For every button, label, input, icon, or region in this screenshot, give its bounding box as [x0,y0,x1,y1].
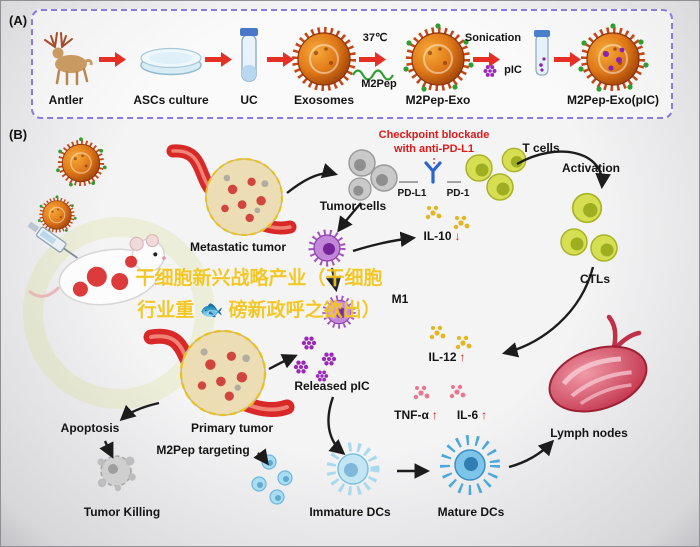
deer-icon [44,32,93,86]
immature-dc-icon [331,447,375,491]
pic-label: pIC [504,64,522,76]
pic-dots-icon [483,65,497,77]
pd-l1-label: PD-L1 [397,188,427,199]
il6-label: IL-6 ↑ [457,408,487,422]
syringe-icon [27,221,79,259]
primary-tumor-label: Primary tumor [190,421,274,435]
ctl-cells-icon [560,192,618,262]
il12-label: IL-12 ↑ [428,350,465,364]
mouse-icon [28,234,166,306]
tnf-alpha-text: TNF-α [394,408,429,422]
m2pep-peptide-squiggle [352,69,394,81]
released-pic-label: Released pIC [294,379,370,393]
checkpoint-note: Checkpoint blockade with anti-PD-L1 [379,129,490,157]
metastatic-tumor-icon [166,144,297,237]
il6-up-arrow: ↑ [481,408,488,422]
m2pep-exo-pic-icon [578,23,649,92]
apoptosis-label: Apoptosis [60,421,120,435]
tumor-cells-label: Tumor cells [319,199,387,213]
checkpoint-line-2: with anti-PD-L1 [393,142,475,155]
released-pic-icon [293,336,337,382]
stage-label-antler: Antler [48,93,84,107]
mature-dc-icon [445,440,495,490]
tnf-il6-cytokine-dots [413,384,466,400]
il12-cytokine-dots [429,325,472,350]
tumor-killing-label: Tumor Killing [83,505,161,519]
t-cells-label: T cells [522,141,560,155]
centrifuge-tube-icon [240,28,258,82]
temperature-label: 37℃ [362,32,388,44]
sonication-label: Sonication [464,32,522,44]
m1-label: M1 [391,292,409,306]
activation-label: Activation [561,161,621,175]
il10-cytokine-dots [425,205,470,230]
stage-label-m2pep-exo: M2Pep-Exo [405,93,471,107]
stage-label-uc: UC [240,93,258,107]
pd-1-label: PD-1 [446,188,470,199]
m1-macrophage-icon-2 [325,298,354,327]
petri-dish-icon [140,47,202,76]
targeted-cells-icon [251,454,293,505]
tnf-alpha-label: TNF-α ↑ [394,408,438,422]
m2pep-targeting-label: M2Pep targeting [156,443,250,457]
ctls-label: CTLs [580,272,610,286]
lymph-nodes-label: Lymph nodes [550,426,628,440]
sonication-tube-icon [534,30,550,76]
panel-a-tag: (A) [9,13,28,28]
panel-b-tag: (B) [9,127,28,142]
anti-pd-l1-antibody-icon [424,161,442,184]
m2pep-exo-icon [403,23,474,92]
il12-up-arrow: ↑ [459,350,466,364]
immature-dcs-label: Immature DCs [309,505,391,519]
il10-text: IL-10 [423,229,452,243]
m2pep-label: M2Pep [361,78,397,90]
faint-stamp-watermark [23,217,215,409]
tnf-up-arrow: ↑ [431,408,438,422]
il6-text: IL-6 [456,408,479,422]
primary-tumor-icon [143,328,295,417]
flow-arrows [99,150,611,479]
apoptotic-cell-icon [97,455,136,492]
il10-label: IL-10 ↓ [423,229,460,243]
metastatic-tumor-label: Metastatic tumor [189,240,287,254]
stage-label-m2pep-exo-pic: M2Pep-Exo(pIC) [566,93,660,107]
mature-dcs-label: Mature DCs [437,505,505,519]
injected-exosome-icon [56,137,107,187]
stage-label-ascs-culture: ASCs culture [133,93,209,107]
tumor-cells-icon [348,149,398,201]
stage-label-exosomes: Exosomes [293,93,355,107]
il12-text: IL-12 [428,350,457,364]
m1-macrophage-icon [311,232,343,264]
lymph-node-icon [548,314,648,413]
checkpoint-line-1: Checkpoint blockade [378,129,490,141]
il10-down-arrow: ↓ [454,229,461,243]
panel-a-box [31,9,673,119]
exosome-icon [295,30,353,88]
